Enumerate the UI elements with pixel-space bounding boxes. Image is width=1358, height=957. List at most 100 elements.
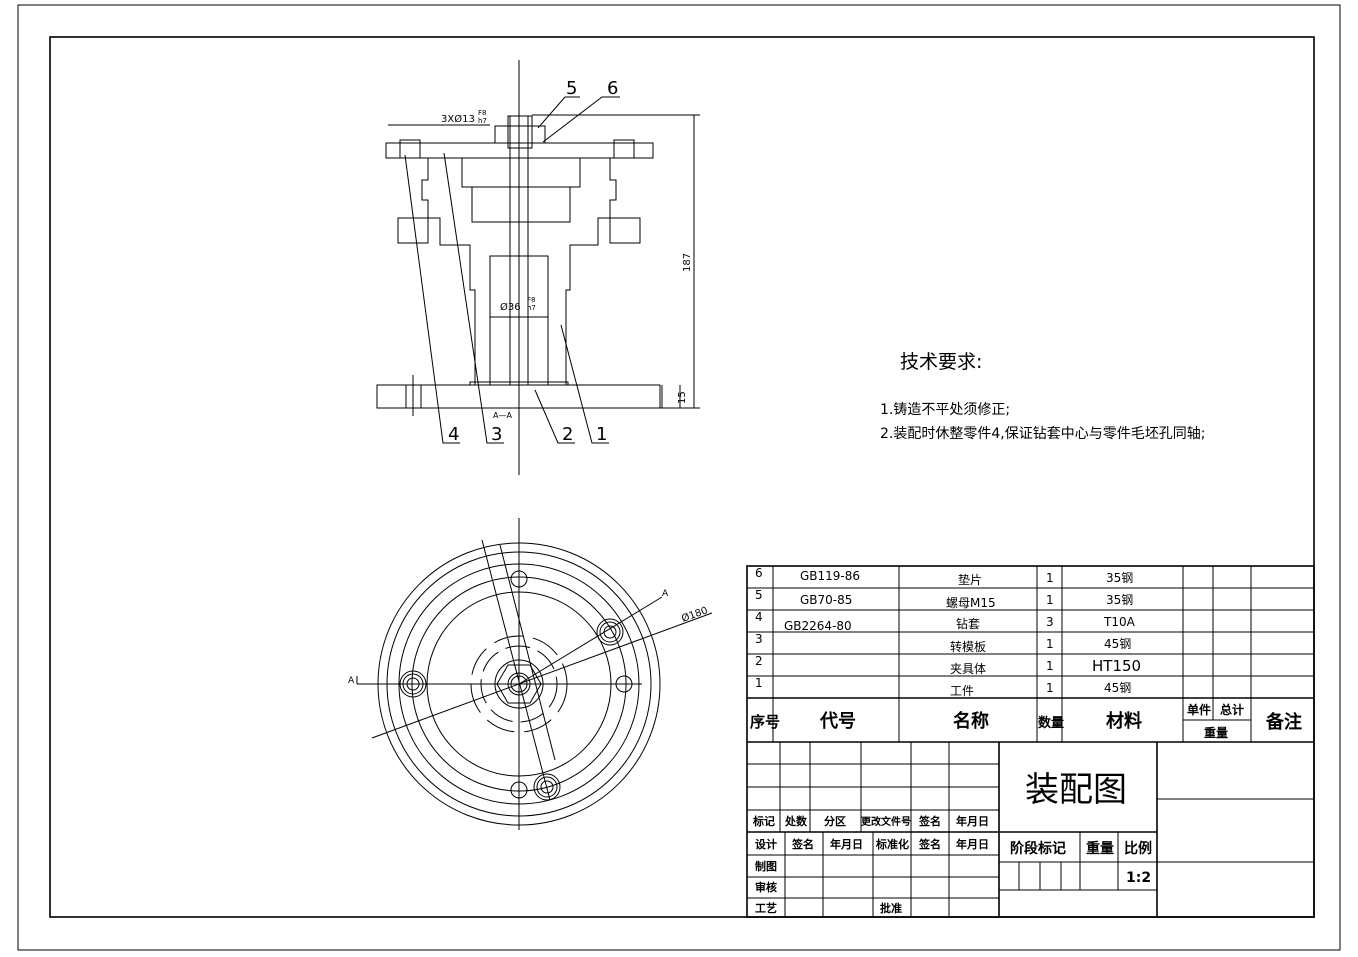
- bom-qty: 3: [1046, 615, 1054, 629]
- header-unit: 单件: [1187, 702, 1211, 717]
- label-standardize: 标准化: [875, 837, 909, 851]
- header-name: 名称: [953, 710, 989, 732]
- balloon-4: 4: [448, 424, 459, 445]
- bom-qty: 1: [1046, 593, 1054, 607]
- header-remark: 备注: [1265, 711, 1302, 733]
- label-date: 年月日: [956, 837, 989, 851]
- bom-name: 垫片: [958, 572, 982, 587]
- label-date: 年月日: [830, 837, 863, 851]
- label-mark: 标记: [752, 814, 775, 828]
- inner-frame: [49, 36, 1315, 918]
- bom-seq: 2: [755, 654, 763, 668]
- bom-qty: 1: [1046, 681, 1054, 695]
- dim-diameter-line: [371, 612, 713, 739]
- label-count: 处数: [784, 814, 808, 828]
- label-review: 审核: [755, 880, 777, 894]
- label-ratio: 比例: [1124, 840, 1152, 857]
- washer: [494, 125, 546, 144]
- bom-row: 3 转模板 1 45钢: [755, 632, 1131, 654]
- bom-qty: 1: [1046, 571, 1054, 585]
- section-marker-right: A: [662, 589, 669, 599]
- drill-bushing: [533, 773, 561, 801]
- bom-code: GB119-86: [800, 569, 860, 583]
- label-stage: 阶段标记: [1010, 840, 1066, 857]
- tech-requirements-heading: 技术要求:: [900, 351, 982, 373]
- label-design: 设计: [755, 837, 777, 851]
- drawing-title: 装配图: [1025, 770, 1127, 810]
- fit-upper: F8: [478, 109, 486, 117]
- label-approve: 批准: [880, 901, 902, 915]
- dim-bore-label: Ø36: [500, 301, 521, 313]
- header-material: 材料: [1106, 710, 1142, 732]
- bom-qty: 1: [1046, 637, 1054, 651]
- bom-row: 2 夹具体 1 HT150: [755, 654, 1141, 676]
- label-sign: 签名: [918, 814, 941, 828]
- top-view: A A Ø180: [348, 518, 713, 830]
- bom-row: 6 GB119-86 垫片 1 35钢: [755, 566, 1133, 587]
- bom-seq: 3: [755, 632, 763, 646]
- fit-lower: h7: [527, 304, 536, 312]
- balloon-6: 6: [607, 78, 618, 99]
- bom-name: 螺母M15: [946, 596, 996, 610]
- bom-name: 工件: [950, 684, 974, 698]
- label-date: 年月日: [956, 814, 989, 828]
- balloon-1: 1: [596, 424, 607, 445]
- bom-name: 钻套: [956, 616, 980, 631]
- balloon-2: 2: [562, 424, 573, 445]
- base-plate: [376, 384, 661, 409]
- drill-bushing: [596, 618, 624, 646]
- balloon-5: 5: [566, 78, 577, 99]
- bom-material: 35钢: [1106, 571, 1133, 585]
- front-section-view: 3XØ13 F8 h7 Ø36 F8 h7 187 15 A—A 4 3 2 1…: [376, 60, 700, 475]
- bom-code: GB2264-80: [784, 619, 852, 633]
- header-total: 总计: [1220, 702, 1244, 717]
- balloon-3: 3: [491, 424, 502, 445]
- label-zone: 分区: [824, 814, 846, 828]
- scale-value: 1:2: [1126, 870, 1151, 886]
- bom-row: 4 GB2264-80 钻套 3 T10A: [755, 610, 1136, 633]
- fit-upper: F8: [527, 296, 535, 304]
- bom-seq: 1: [755, 676, 763, 690]
- fit-lower: h7: [478, 117, 487, 125]
- bom-material: 45钢: [1104, 637, 1131, 651]
- header-code: 代号: [819, 711, 856, 732]
- section-marker-left: A: [348, 676, 355, 686]
- bom-table: [746, 565, 1315, 918]
- tech-requirement-1: 1.铸造不平处须修正;: [880, 402, 1010, 418]
- label-drafting: 制图: [755, 859, 777, 873]
- bom-qty: 1: [1046, 659, 1054, 673]
- outer-frame: [17, 4, 1341, 951]
- dim-base-label: 15: [677, 391, 688, 404]
- bom-material: 45钢: [1104, 681, 1131, 695]
- bom-seq: 5: [755, 588, 763, 602]
- bom-material: T10A: [1103, 615, 1136, 629]
- label-change-doc: 更改文件号: [861, 815, 911, 828]
- dim-height-label: 187: [682, 253, 693, 272]
- title-block: [747, 742, 1314, 917]
- bom-material: 35钢: [1106, 593, 1133, 607]
- tech-requirement-2: 2.装配时休整零件4,保证钻套中心与零件毛坯孔同轴;: [880, 426, 1205, 442]
- label-process: 工艺: [755, 901, 777, 915]
- title-block-labels: 标记 处数 分区 更改文件号 签名 年月日 设计 签名 年月日 标准化 签名 年…: [752, 814, 1152, 915]
- bom-row: 5 GB70-85 螺母M15 1 35钢: [755, 588, 1133, 610]
- section-label: A—A: [493, 411, 512, 420]
- bom-seq: 4: [755, 610, 763, 624]
- bom-seq: 6: [755, 566, 763, 580]
- label-weight: 重量: [1086, 840, 1114, 857]
- bom-code: GB70-85: [800, 593, 852, 607]
- label-sign: 签名: [918, 837, 941, 851]
- header-seq: 序号: [750, 713, 780, 731]
- bom-name: 夹具体: [950, 662, 986, 676]
- bom-material: HT150: [1092, 657, 1141, 675]
- bom-header: 序号 代号 名称 数量 材料 单件 总计 重量 备注: [750, 702, 1302, 740]
- dim-diameter-label: Ø180: [680, 604, 709, 625]
- header-weight: 重量: [1204, 725, 1228, 740]
- nut: [507, 115, 533, 149]
- bom-row: 1 工件 1 45钢: [755, 676, 1131, 698]
- bom-name: 转模板: [950, 639, 986, 654]
- label-sign: 签名: [791, 837, 814, 851]
- header-qty: 数量: [1038, 715, 1064, 731]
- dim-hole-label: 3XØ13: [441, 113, 475, 125]
